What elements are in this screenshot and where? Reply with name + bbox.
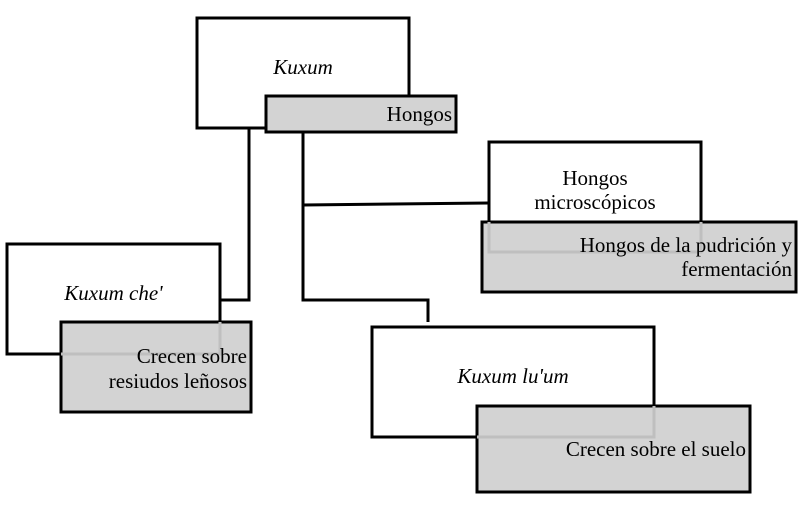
node-soil-term: Kuxum lu'um bbox=[457, 364, 569, 388]
node-soil-gloss: Crecen sobre el suelo bbox=[565, 437, 746, 461]
connector-trunk-to-microscopic bbox=[302, 201, 490, 207]
node-soil-term-overlap bbox=[477, 406, 656, 439]
node-wood-gloss-line2: resiudos leñosos bbox=[108, 369, 247, 393]
node-microscopic-term-line1: Hongos bbox=[562, 166, 628, 190]
node-kuxum-gloss: Hongos bbox=[386, 102, 452, 126]
node-wood-term-overlap bbox=[61, 322, 222, 356]
connector-root-trunk bbox=[301, 133, 430, 322]
node-kuxum-term: Kuxum bbox=[273, 55, 333, 79]
node-wood-gloss-box bbox=[59, 320, 253, 414]
node-microscopic-term-overlap bbox=[487, 222, 703, 254]
node-microscopic-gloss-line1: Hongos de la pudrición y bbox=[579, 233, 792, 257]
node-soil-gloss-box bbox=[475, 404, 752, 494]
connector-root-to-wood bbox=[220, 128, 251, 302]
node-microscopic-term-line2: microscópicos bbox=[534, 190, 656, 214]
node-kuxum-gloss-box bbox=[264, 94, 458, 134]
node-microscopic-gloss-box bbox=[480, 220, 798, 294]
node-wood-gloss-line1: Crecen sobre bbox=[136, 344, 247, 368]
node-wood-term: Kuxum che' bbox=[64, 281, 163, 305]
node-microscopic-gloss-line2: fermentación bbox=[681, 257, 792, 281]
